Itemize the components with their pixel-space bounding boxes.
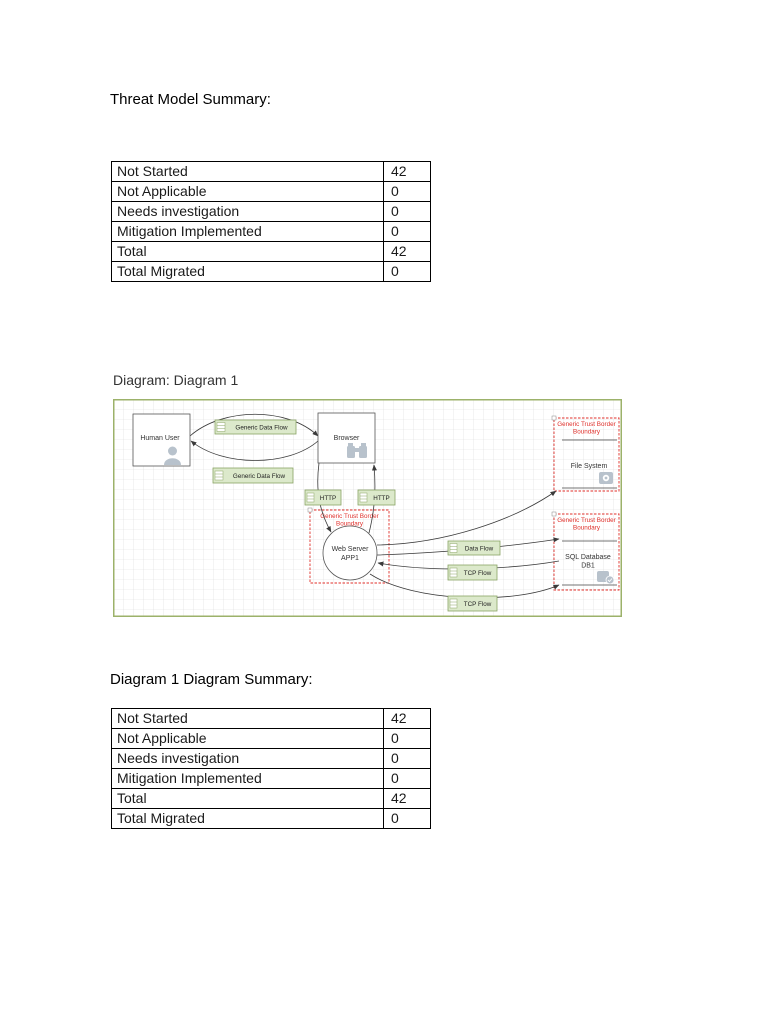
status-count: 42 xyxy=(383,241,431,262)
file-system-icon xyxy=(599,472,613,484)
table-row: Needs investigation 0 xyxy=(111,201,431,222)
status-count: 0 xyxy=(383,221,431,242)
flow-label-generic-data-flow-1: Generic Data Flow xyxy=(214,419,297,435)
sql-database-label: SQL Database xyxy=(565,554,611,561)
status-count: 0 xyxy=(383,748,431,769)
table-row: Not Started 42 xyxy=(111,161,431,182)
flow-label-http-2: HTTP xyxy=(357,489,396,506)
flow-label-tcp-flow-1: TCP Flow xyxy=(447,564,498,581)
status-count: 42 xyxy=(383,161,431,182)
flow-line-server-to-file-system xyxy=(376,490,557,546)
table-row: Mitigation Implemented 0 xyxy=(111,768,431,789)
flow-label-tcp-flow-2: TCP Flow xyxy=(447,595,498,612)
trust-boundary-label: Generic Trust Border xyxy=(557,421,615,428)
flow-line-human-to-browser xyxy=(189,413,319,437)
status-count: 0 xyxy=(383,808,431,829)
external-entity-browser: Browser xyxy=(317,412,376,464)
table-row: Total Migrated 0 xyxy=(111,261,431,282)
trust-boundary-label: Boundary xyxy=(573,429,601,436)
human-user-label: Human User xyxy=(140,435,180,442)
table-row: Needs investigation 0 xyxy=(111,748,431,769)
flow-line-browser-to-human xyxy=(190,440,319,461)
status-label: Mitigation Implemented xyxy=(111,768,384,789)
flow-grid-icon xyxy=(216,422,226,432)
trust-boundary-label: Boundary xyxy=(336,521,364,528)
boundary-handle-icon xyxy=(307,507,313,513)
status-count: 0 xyxy=(383,768,431,789)
trust-boundary-web-server: Generic Trust Border Boundary xyxy=(307,507,390,584)
external-entity-human-user: Human User xyxy=(132,413,191,467)
web-server-label: APP1 xyxy=(341,555,359,562)
flow-grid-icon xyxy=(306,492,315,503)
flow-label-text: TCP Flow xyxy=(464,570,492,577)
status-label: Not Applicable xyxy=(111,181,384,202)
flow-label-text: Generic Data Flow xyxy=(233,473,286,480)
diagram-summary-title: Diagram 1 Diagram Summary: xyxy=(110,671,313,688)
status-count: 0 xyxy=(383,181,431,202)
binoculars-icon xyxy=(347,443,367,458)
person-icon xyxy=(164,446,181,465)
status-count: 0 xyxy=(383,201,431,222)
status-label: Not Started xyxy=(111,708,384,729)
table-row: Total 42 xyxy=(111,241,431,262)
flow-grid-icon xyxy=(214,470,224,481)
status-count: 0 xyxy=(383,261,431,282)
flow-grid-icon xyxy=(359,492,368,503)
diagram-frame xyxy=(113,399,622,617)
table-row: Mitigation Implemented 0 xyxy=(111,221,431,242)
flow-label-text: HTTP xyxy=(373,495,389,502)
flow-label-data-flow: Data Flow xyxy=(447,540,501,556)
status-label: Total xyxy=(111,241,384,262)
data-store-sql-database: SQL Database DB1 xyxy=(562,540,617,586)
table-row: Total 42 xyxy=(111,788,431,809)
status-count: 42 xyxy=(383,708,431,729)
sql-database-label: DB1 xyxy=(581,563,595,570)
flow-grid-icon xyxy=(449,543,458,553)
status-label: Mitigation Implemented xyxy=(111,221,384,242)
trust-boundary-sql-database: Generic Trust Border Boundary xyxy=(551,511,620,591)
table-row: Not Applicable 0 xyxy=(111,181,431,202)
status-label: Not Started xyxy=(111,161,384,182)
flow-label-http-1: HTTP xyxy=(304,489,342,506)
status-label: Needs investigation xyxy=(111,748,384,769)
flow-label-text: Generic Data Flow xyxy=(235,425,288,432)
flow-label-text: Data Flow xyxy=(465,546,494,553)
diagram-caption: Diagram: Diagram 1 xyxy=(113,372,239,388)
trust-boundary-label: Boundary xyxy=(573,525,601,532)
flow-grid-icon xyxy=(449,567,458,578)
trust-boundary-file-system: Generic Trust Border Boundary xyxy=(551,415,620,492)
status-label: Total Migrated xyxy=(111,808,384,829)
status-label: Total Migrated xyxy=(111,261,384,282)
data-store-file-system: File System xyxy=(562,439,617,489)
flow-label-text: HTTP xyxy=(320,495,336,502)
status-label: Total xyxy=(111,788,384,809)
process-web-server: Web Server APP1 xyxy=(322,525,378,581)
boundary-handle-icon xyxy=(551,511,557,517)
boundary-handle-icon xyxy=(551,415,557,421)
browser-label: Browser xyxy=(334,435,360,442)
flow-grid-icon xyxy=(449,598,458,609)
threat-model-summary-table: Not Started 42 Not Applicable 0 Needs in… xyxy=(111,161,431,282)
status-count: 0 xyxy=(383,728,431,749)
web-server-label: Web Server xyxy=(332,546,369,553)
threat-model-summary-title: Threat Model Summary: xyxy=(110,91,271,108)
threat-model-diagram: Generic Trust Border Boundary Generic Tr… xyxy=(113,399,622,617)
diagram-summary-table: Not Started 42 Not Applicable 0 Needs in… xyxy=(111,708,431,829)
flow-label-generic-data-flow-2: Generic Data Flow xyxy=(212,467,294,484)
database-icon xyxy=(597,571,615,585)
trust-boundary-label: Generic Trust Border xyxy=(557,517,615,524)
status-label: Needs investigation xyxy=(111,201,384,222)
file-system-label: File System xyxy=(571,463,608,470)
status-count: 42 xyxy=(383,788,431,809)
trust-boundary-label: Generic Trust Border xyxy=(320,513,378,520)
table-row: Total Migrated 0 xyxy=(111,808,431,829)
table-row: Not Applicable 0 xyxy=(111,728,431,749)
flow-label-text: TCP Flow xyxy=(464,601,492,608)
table-row: Not Started 42 xyxy=(111,708,431,729)
status-label: Not Applicable xyxy=(111,728,384,749)
